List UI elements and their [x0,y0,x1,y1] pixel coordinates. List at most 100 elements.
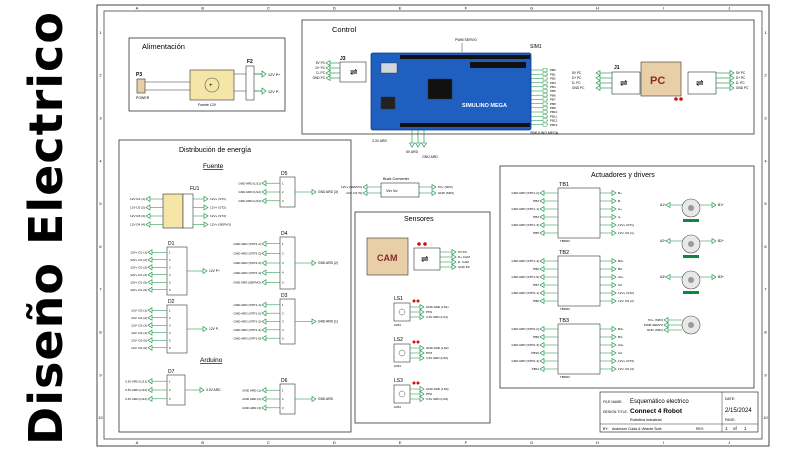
d1-input-label: 12V+ D1 (6) [130,288,147,292]
fu1-input-label: 12V D3 (3) [130,214,145,218]
sensor-pin-label: 3.3V ARD (LS3) [426,397,448,401]
light-sensor [393,384,411,404]
sensor-pin-label: GND ARD (LS3) [426,387,449,391]
grid-col-top: G [530,6,533,11]
grid-col-top: H [596,6,599,11]
mega-pin-label: PB7 [550,98,556,102]
file-name-value: Esquemático electrico [630,399,689,405]
mega-pin-label: PB11 [550,114,557,118]
d2-input-label: 12V- D2 (6) [131,346,147,350]
d1-input-label: 12V+ D1 (5) [130,280,147,284]
tb6600-driver [557,255,601,307]
d3-out-label: GND ARD (1) [318,320,338,324]
usb-icon-j1: ⇌ [620,78,628,88]
d1-pin-num: 3 [169,265,171,269]
grid-col-top: F [465,6,468,11]
grid-col-top: C [267,6,270,11]
title-block: FILE NAME: Esquemático electrico DESIGN … [599,391,759,433]
grid-col-bottom: A [136,440,139,445]
driver-output-label: A- [618,215,621,219]
grid-row-right: 3 [764,116,767,121]
driver-output-label: 12V+ (ST2) [618,291,634,295]
driver-output-label: B+ [618,191,622,195]
d4-input-label: GND ARD (STP2-1) [233,242,261,246]
pc-pin-label: D- PC [736,81,745,85]
by-value: Anderson Cuida & Velarde Sofá [612,427,661,431]
d5-out-label: GND ARD (3) [318,190,338,194]
d7-input-label: 3.3V ARD (LS1) [125,379,147,383]
j1-label: J1 [614,65,620,71]
mega-pin-label: PB10 [550,110,558,114]
distribucion-frame [118,139,352,433]
rev-label: REV: [696,427,704,431]
d2-input-label: 12V- D2 (1) [131,308,147,312]
driver-input-label: GND ARD (STP2-2) [511,327,539,331]
grid-col-top: E [399,6,402,11]
actuadores-title: Actuadores y drivers [591,172,655,179]
d1-pin-num: 1 [169,250,171,254]
mega-pin-label: PB13 [550,123,558,127]
motor-b-label: B1+ [718,203,724,207]
motor-a-label: A3+ [660,275,666,279]
d7-label: D7 [168,369,175,375]
mega-pin-label: PB4 [550,85,556,89]
sensor-label: LS3 [394,378,403,384]
grid-col-top: I [663,6,664,11]
pin-5v-label: 5V ARD [406,150,419,154]
date-value: 2/15/2024 [725,408,752,414]
driver-input-label: PB4 [533,215,539,219]
servo-pin-label: GND (SRV) [647,328,663,332]
title-block-frame [599,391,759,433]
sensor-sub: LM61 [394,364,401,368]
d3-input-label: GND ARD (STP1-5) [233,336,261,340]
grid-row-right: 2 [764,73,767,78]
grid-row-right: 8 [764,330,767,335]
driver-input-label: PB9 [533,335,539,339]
d6-input-label: GND ARD (3) [242,406,261,410]
driver-input-label: GND ARD (STP1-1) [511,207,539,211]
d6-label: D6 [281,378,288,384]
sensor-pin-label: GND ARD (LS2) [426,346,449,350]
fu1-label: FU1 [190,186,200,192]
board-header-right [470,62,526,68]
grid-col-bottom: G [530,440,533,445]
grid-col-bottom: E [399,440,402,445]
alimentacion-block: Alimentación P3 POWER + Fuente 12V F2 12… [128,37,286,112]
driver-input-label: PB6 [533,267,539,271]
alimentacion-title: Alimentación [142,42,185,51]
fuente-12v [189,69,235,101]
d2-pin-num: 1 [169,308,171,312]
grid-col-top: D [333,6,336,11]
board-sub: SIMULINO MEGA [530,131,559,135]
motor-a-label: A1+ [660,203,666,207]
board-power-jack [380,96,396,110]
grid-row-right: 6 [764,244,767,249]
driver-input-label: PB7 [533,283,539,287]
sensor-pin-label: PH3 [426,351,432,355]
driver-input-label: GND ARD (STP1-5) [511,275,539,279]
d2-pin-num: 4 [169,331,171,335]
d2-pin-num: 2 [169,316,171,320]
j3-usb-connector [339,61,367,83]
cam-usb-connector [413,247,441,271]
pin-3v3-label: 3.3V ARD [372,139,387,143]
d2-pin-num: 3 [169,323,171,327]
d1-pin-num: 6 [169,288,171,292]
d1-input-label: 12V+ D1 (2) [130,258,147,262]
d7-pin-num: 1 [169,379,171,383]
grid-row-left: 7 [99,287,102,292]
control-title: Control [332,25,357,34]
driver-output-label: B3- [618,335,623,339]
driver-label: TB2 [559,250,569,256]
driver-input-label: GND ARD (STP1-3) [511,223,539,227]
servo-pin-label: PWM SERVO [644,323,664,327]
d2-input-label: 12V- D2 (5) [131,338,147,342]
d2-label: D2 [168,299,175,305]
driver-input-label: GND ARD (STP2-3) [511,343,539,347]
d5-input-label: GND ARD (LS3) [238,199,261,203]
d6-pin-num: 1 [282,388,284,392]
grid-row-left: 8 [99,330,102,335]
